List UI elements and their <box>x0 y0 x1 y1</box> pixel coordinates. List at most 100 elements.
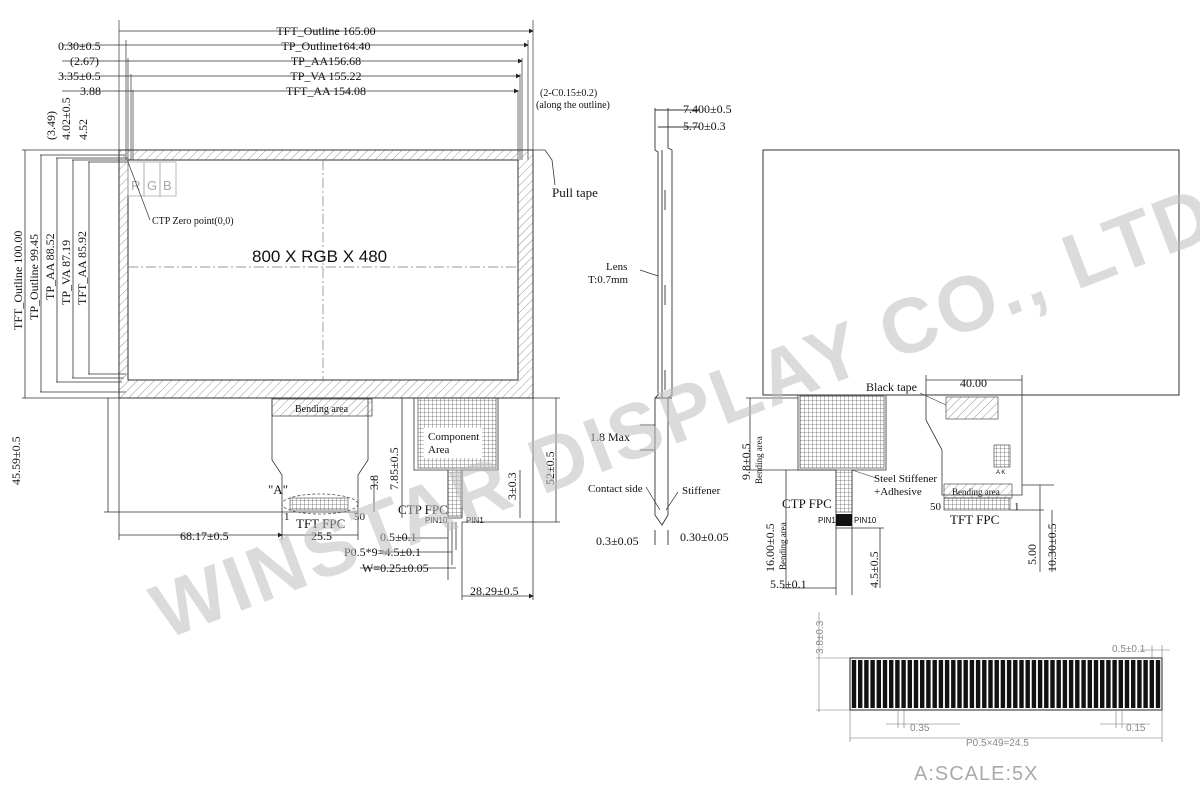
dim-7-400: 7.400±0.5 <box>683 102 732 116</box>
detail-dim-pitch: P0.5×49=24.5 <box>966 738 1029 749</box>
dim-tp-aa-height: TP_AA 88.52 <box>43 233 57 300</box>
lens-label: Lens <box>606 261 627 273</box>
steel-stiffener-2: +Adhesive <box>874 486 922 498</box>
back-panel <box>762 149 1180 396</box>
dim-pitch: P0.5*9=4.5±0.1 <box>344 545 421 559</box>
back-ctp-fpc-label: CTP FPC <box>782 496 832 511</box>
black-tape-label: Black tape <box>866 380 917 394</box>
dim-16: 16.00±0.5 <box>763 523 777 572</box>
back-pin1: PIN1 <box>818 516 836 525</box>
back-tft-fpc-label: TFT FPC <box>950 512 999 527</box>
fpc-pin <box>1044 660 1049 708</box>
dim-offset-388: 3.88 <box>80 84 101 98</box>
fpc-pin <box>988 660 993 708</box>
ctp-fpc-label: CTP FPC <box>398 502 448 517</box>
side-view: 7.400±0.5 5.70±0.3 Lens T:0.7mm 1.8 Max … <box>588 102 732 548</box>
fpc-pin <box>907 660 912 708</box>
fpc-pin <box>957 660 962 708</box>
dim-offset-335: 3.35±0.5 <box>58 69 101 83</box>
dim-offset-349: (3.49) <box>44 111 58 140</box>
fpc-pin <box>1081 660 1086 708</box>
fpc-pin <box>926 660 931 708</box>
detail-a: 3.8±0.3 0.5±0.1 0.35 0.15 P0.5×49=24.5 A… <box>815 612 1170 785</box>
dim-width: W=0.25±0.05 <box>362 561 429 575</box>
fpc-pin <box>864 660 869 708</box>
ak-pad <box>993 444 1011 468</box>
fpc-pin <box>889 660 894 708</box>
dim-45-59: 45.59±0.5 <box>9 436 23 485</box>
dim-68-17: 68.17±0.5 <box>180 529 229 543</box>
rgb-g: G <box>147 178 157 193</box>
rgb-r: R <box>131 178 140 193</box>
fpc-pin <box>1112 660 1117 708</box>
component-label-1: Component <box>428 431 479 443</box>
fpc-pin <box>1093 660 1099 708</box>
fpc-pin <box>1075 660 1080 708</box>
fpc-pin <box>932 660 937 708</box>
dim-25-5: 25.5 <box>311 529 332 543</box>
detail-scale: A:SCALE:5X <box>914 763 1039 785</box>
fpc-pin <box>1025 660 1030 708</box>
fpc-pin <box>1019 660 1024 708</box>
detail-dim-3-8: 3.8±0.3 <box>815 620 826 654</box>
fpc-pin <box>1062 660 1068 708</box>
stiffener-label: Stiffener <box>682 485 721 497</box>
dim-5-00: 5.00 <box>1025 544 1039 565</box>
front-view: TFT_Outline 165.00 TP_Outline164.40 TP_A… <box>9 20 610 600</box>
lens-thickness: T:0.7mm <box>588 274 629 286</box>
dim-offset-452: 4.52 <box>76 119 90 140</box>
back-pin50: 50 <box>930 501 942 513</box>
tft-fpc-label: TFT FPC <box>296 516 345 531</box>
fpc-pin <box>1000 660 1006 708</box>
fpc-pin <box>969 660 975 708</box>
dim-7-85: 7.85±0.5 <box>387 447 401 490</box>
back-pin1-num: 1 <box>1014 501 1020 513</box>
fpc-pin <box>1100 660 1105 708</box>
fpc-pin <box>1131 660 1136 708</box>
back-pin10: PIN10 <box>854 516 877 525</box>
fpc-pin <box>920 660 925 708</box>
ak-label: A K <box>996 470 1005 476</box>
fpc-pin <box>895 660 900 708</box>
steel-stiffener-1: Steel Stiffener <box>874 473 937 485</box>
dim-tft-aa-height: TFT_AA 85.92 <box>75 231 89 305</box>
back-view: CTP FPC PIN1 PIN10 Steel Stiffener +Adhe… <box>739 149 1180 595</box>
dim-16-note: Bending area <box>778 522 788 570</box>
dim-offset-402: 4.02±0.5 <box>59 97 73 140</box>
fpc-pin <box>913 660 919 708</box>
dim-5-5: 5.5±0.1 <box>770 577 807 591</box>
fpc-pin <box>1037 660 1043 708</box>
dim-5-70: 5.70±0.3 <box>683 119 726 133</box>
dim-4-5: 4.5±0.5 <box>867 551 881 588</box>
dim-40: 40.00 <box>960 376 987 390</box>
rgb-pixel: R G B <box>127 161 177 197</box>
dim-52: 52±0.5 <box>543 451 557 485</box>
fpc-pin <box>1155 660 1161 708</box>
black-tape <box>945 396 999 420</box>
fpc-pin <box>1068 660 1074 708</box>
detail-a-label: "A" <box>268 482 288 497</box>
fpc-pin <box>901 660 906 708</box>
fpc-pin <box>1137 660 1142 708</box>
fpc-pin <box>1050 660 1055 708</box>
back-fpc-contact <box>836 514 852 526</box>
fpc-pin <box>994 660 999 708</box>
ctp-zero-point: CTP Zero point(0,0) <box>152 216 234 227</box>
fpc-pin <box>951 660 956 708</box>
fpc-pin <box>1031 660 1037 708</box>
dim-28-29: 28.29±0.5 <box>470 584 519 598</box>
detail-dim-0-35: 0.35 <box>910 723 930 734</box>
dim-tft-outline-height: TFT_Outline 100.00 <box>11 231 25 330</box>
fpc-pin <box>1013 660 1018 708</box>
tft-fpc-pins <box>289 497 349 511</box>
fpc-pin <box>882 660 888 708</box>
fpc-pin <box>1118 660 1123 708</box>
back-component-area <box>799 395 885 469</box>
fpc-pin <box>1006 660 1012 708</box>
dim-9-8: 9.8±0.5 <box>739 443 753 480</box>
fpc-pin <box>963 660 968 708</box>
contact-side-label: Contact side <box>588 483 643 495</box>
dim-3-8: 3.8 <box>367 475 381 490</box>
fpc-pin <box>982 660 987 708</box>
rgb-b: B <box>163 178 172 193</box>
